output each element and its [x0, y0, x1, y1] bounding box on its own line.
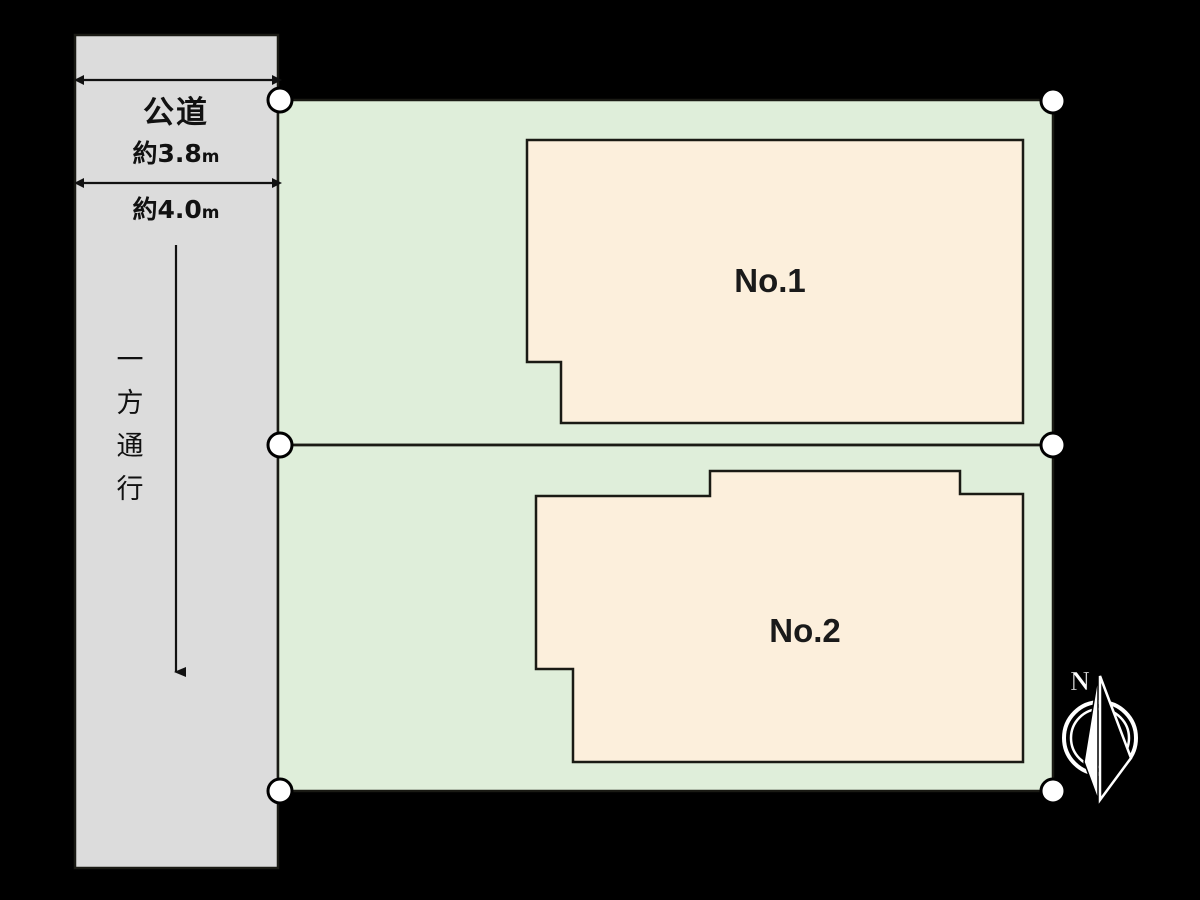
compass-rose: N — [1062, 666, 1138, 804]
road-width-unit-1: m — [202, 147, 220, 167]
corner-mid-west-marker — [266, 431, 294, 459]
corner-mid-east-marker — [1039, 431, 1067, 459]
road-width-label-2: 約4.0m — [132, 195, 219, 224]
compass-needle-east — [1098, 675, 1133, 804]
road-width-value-1: 約3.8 — [132, 139, 201, 168]
one-way-traffic-label: 一 方 通 行 — [117, 345, 144, 505]
building-no-2 — [534, 469, 1025, 764]
building-no-1 — [525, 138, 1025, 425]
one-way-char-3: 行 — [117, 474, 144, 505]
building-no-1-label: No.1 — [734, 262, 806, 299]
compass-north-label: N — [1070, 666, 1090, 696]
corner-ne-marker — [1039, 87, 1067, 115]
building-no-2-label: No.2 — [769, 612, 841, 649]
road-width-label-1: 約3.8m — [132, 139, 219, 168]
boundary-corner-markers — [266, 86, 1067, 805]
road-width-unit-2: m — [202, 203, 220, 223]
corner-sw-marker — [266, 777, 294, 805]
corner-se-marker — [1039, 777, 1067, 805]
compass-needle-west — [1083, 675, 1099, 801]
one-way-char-2: 通 — [117, 431, 144, 462]
one-way-char-0: 一 — [117, 345, 144, 376]
buildings — [525, 138, 1025, 764]
corner-nw-marker — [266, 86, 294, 114]
road-name-label: 公道 — [143, 95, 209, 131]
road-width-value-2: 約4.0 — [132, 195, 201, 224]
one-way-char-1: 方 — [117, 388, 144, 419]
